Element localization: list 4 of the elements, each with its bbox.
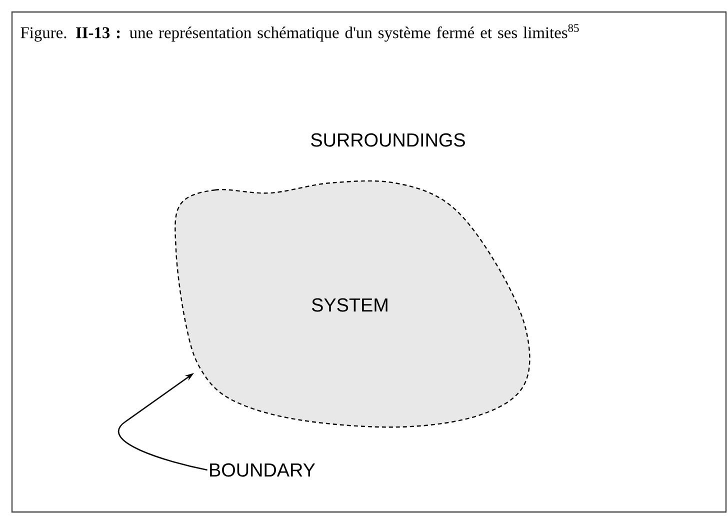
region-label: SURROUNDINGS (311, 133, 465, 147)
figure-caption: Figure. II-13 : une représentation schématique d'un système fermé et ses limites$^{85}$ (20, 24, 579, 42)
boundary-label: BOUNDARY (210, 463, 316, 477)
system-region: SYSTEM (174, 180, 530, 428)
